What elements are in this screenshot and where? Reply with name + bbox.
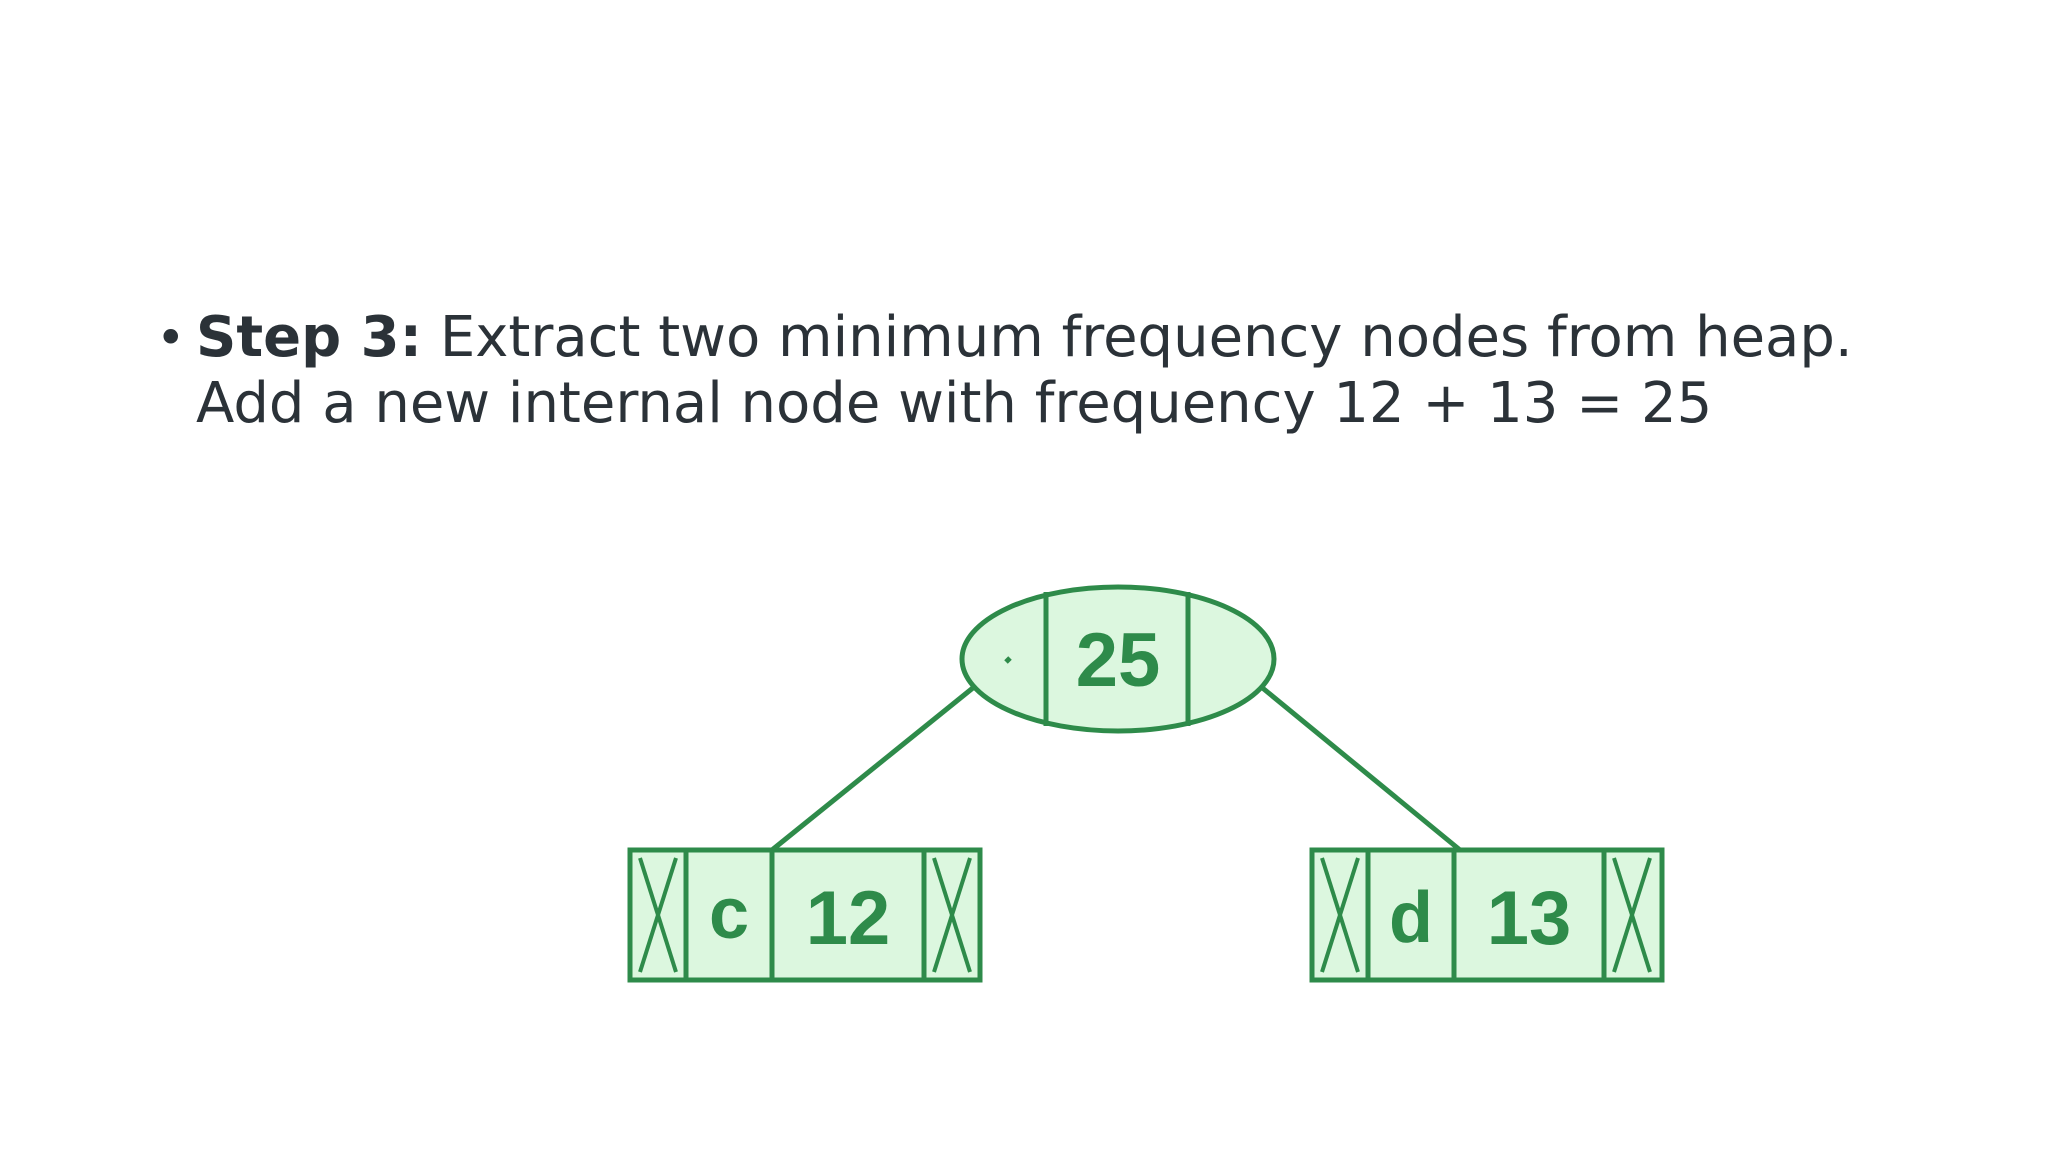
root-frequency: 25 (1076, 618, 1161, 703)
edge-root-to-left (770, 656, 1012, 852)
step-description: • Step 3: Extract two minimum frequency … (156, 305, 1956, 437)
root-node: 25 (959, 584, 1277, 734)
left-leaf-char: c (709, 874, 749, 954)
null-pointer-left-icon (1320, 857, 1360, 973)
step-label: Step 3: (196, 305, 423, 370)
left-leaf-node: c 12 (627, 847, 983, 983)
bullet-marker: • (156, 309, 186, 367)
edge-root-to-right (1224, 656, 1462, 852)
left-leaf-frequency: 12 (806, 876, 891, 961)
step-line-1-text: Extract two minimum frequency nodes from… (422, 305, 1853, 370)
right-leaf-char: d (1389, 878, 1433, 958)
bullet-line-2: Add a new internal node with frequency 1… (196, 371, 1713, 436)
right-leaf-frequency: 13 (1487, 876, 1572, 961)
right-leaf-node: d 13 (1309, 847, 1665, 983)
null-pointer-right-icon (1612, 857, 1652, 973)
bullet-line-1: Step 3: Extract two minimum frequency no… (196, 305, 1956, 371)
bullet-text: Step 3: Extract two minimum frequency no… (196, 305, 1956, 437)
null-pointer-right-icon (932, 857, 972, 973)
null-pointer-left-icon (638, 857, 678, 973)
